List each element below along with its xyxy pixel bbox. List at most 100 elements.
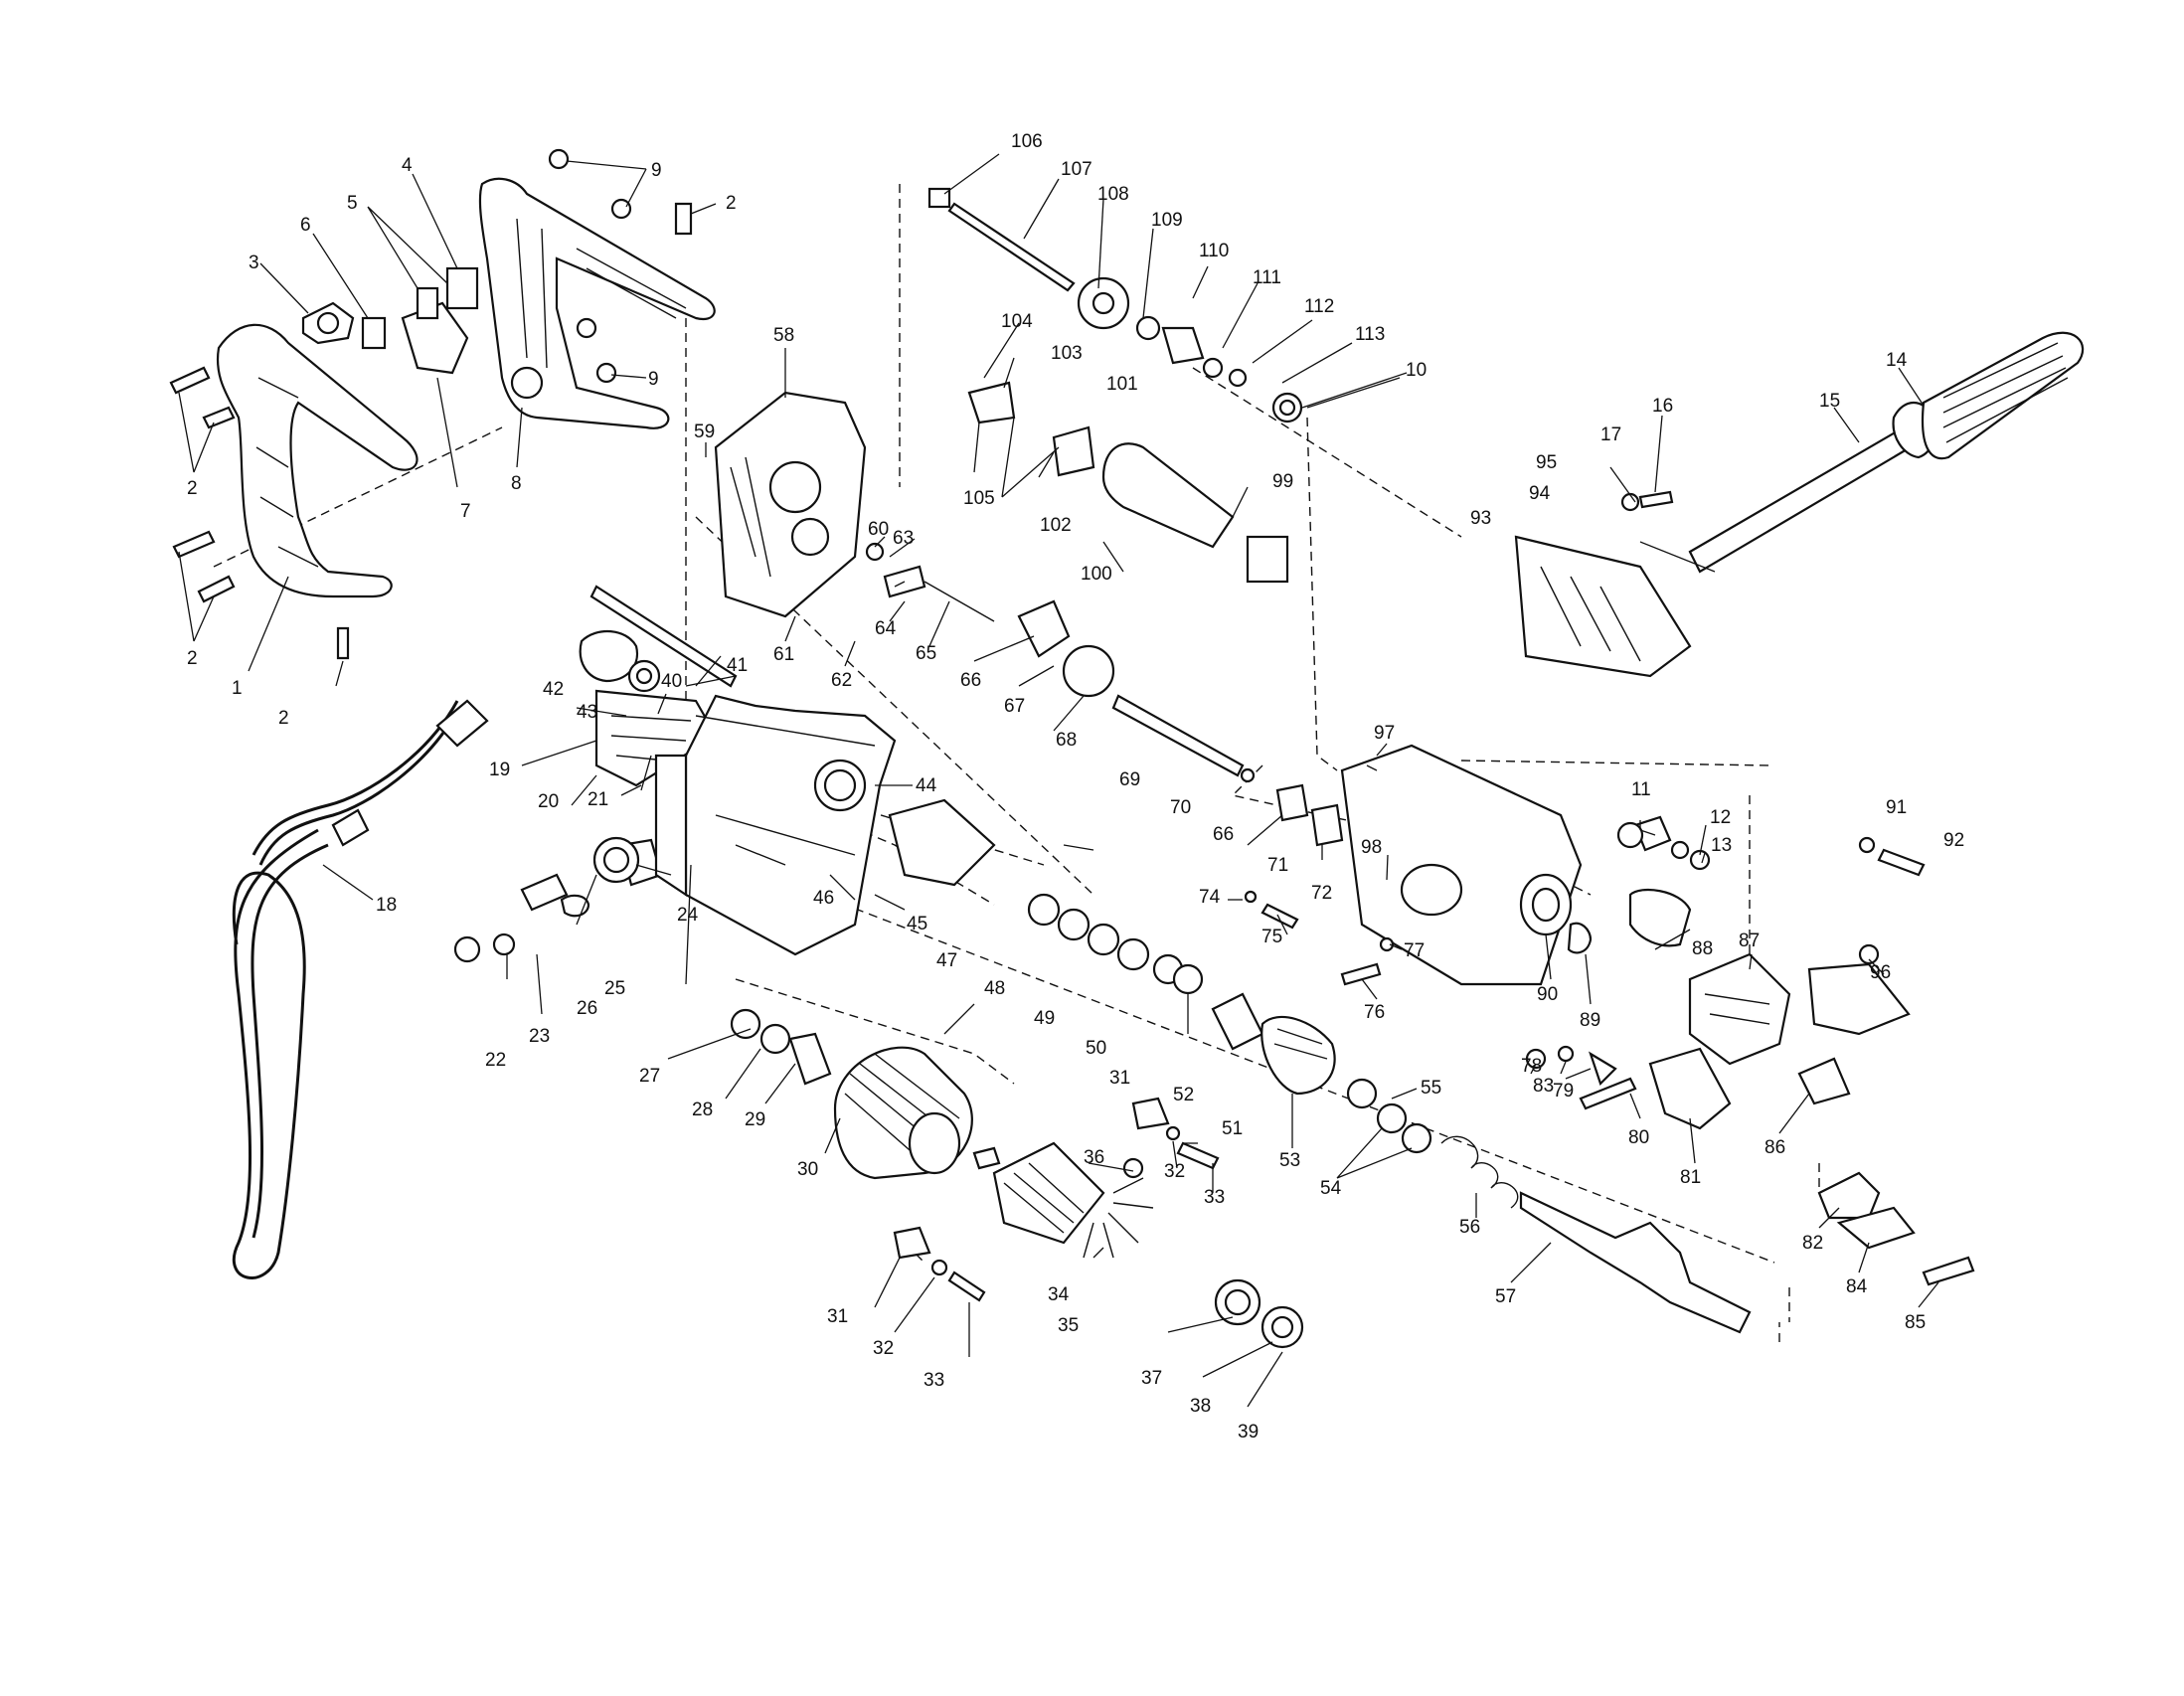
- label-part-21: 21: [588, 789, 608, 810]
- label-part-105: 105: [963, 488, 995, 509]
- label-part-61: 61: [773, 644, 794, 665]
- label-part-71: 71: [1267, 855, 1288, 876]
- label-part-41: 41: [727, 655, 748, 676]
- label-part-40: 40: [661, 671, 682, 692]
- label-part-33: 33: [1204, 1187, 1225, 1208]
- label-part-43: 43: [577, 702, 597, 723]
- label-part-18: 18: [376, 895, 397, 916]
- label-part-6: 6: [300, 215, 311, 236]
- label-part-3: 3: [249, 253, 259, 273]
- label-part-107: 107: [1061, 159, 1092, 180]
- label-part-38: 38: [1190, 1396, 1211, 1417]
- bearing-ring-parts: [730, 798, 1432, 1154]
- label-part-25: 25: [604, 978, 625, 999]
- label-part-97: 97: [1374, 723, 1395, 744]
- right-side-parts: [1525, 815, 1975, 1286]
- label-part-72: 72: [1311, 883, 1332, 904]
- motor-parts: [833, 1046, 1304, 1349]
- front-left-parts: [453, 585, 738, 963]
- label-part-78: 78: [1521, 1056, 1542, 1077]
- label-part-22: 22: [485, 1050, 506, 1071]
- label-part-110: 110: [1199, 241, 1229, 261]
- label-part-76: 76: [1364, 1002, 1385, 1023]
- label-part-108: 108: [1097, 184, 1129, 205]
- label-part-12: 12: [1710, 807, 1731, 828]
- screws-part-2: [169, 202, 693, 660]
- label-part-93: 93: [1470, 508, 1491, 529]
- label-part-77: 77: [1404, 940, 1425, 961]
- label-part-17: 17: [1600, 424, 1621, 445]
- label-part-2: 2: [187, 648, 198, 669]
- label-part-80: 80: [1628, 1127, 1649, 1148]
- label-part-88: 88: [1692, 938, 1713, 959]
- gear-cover-plate-part: [1514, 490, 1692, 678]
- label-part-111: 111: [1253, 267, 1281, 288]
- mid-shaft-parts: [865, 542, 1344, 847]
- label-part-20: 20: [538, 791, 559, 812]
- label-part-9: 9: [648, 369, 659, 390]
- label-part-32: 32: [1164, 1161, 1185, 1182]
- label-part-2: 2: [726, 193, 737, 214]
- label-part-33: 33: [924, 1370, 944, 1391]
- label-part-8: 8: [511, 473, 522, 494]
- nuts-part-9: [548, 148, 632, 384]
- spindle-parts: [1440, 1135, 1752, 1334]
- label-part-58: 58: [773, 325, 794, 346]
- label-part-63: 63: [893, 528, 914, 549]
- label-part-96: 96: [1870, 962, 1891, 983]
- label-part-55: 55: [1421, 1078, 1441, 1099]
- handle-housing-part: [478, 177, 716, 429]
- label-part-52: 52: [1173, 1085, 1194, 1105]
- label-part-69: 69: [1119, 769, 1140, 790]
- label-part-13: 13: [1711, 835, 1732, 856]
- label-part-84: 84: [1846, 1276, 1868, 1297]
- label-part-83: 83: [1533, 1076, 1554, 1097]
- leader-lines: [178, 153, 1939, 1408]
- label-part-10: 10: [1406, 360, 1427, 381]
- label-part-47: 47: [936, 950, 957, 971]
- label-part-106: 106: [1011, 131, 1043, 152]
- label-part-37: 37: [1141, 1368, 1162, 1389]
- label-part-79: 79: [1553, 1081, 1574, 1102]
- label-part-70: 70: [1170, 797, 1191, 818]
- gear-housing-part: [714, 391, 867, 618]
- label-part-99: 99: [1272, 471, 1293, 492]
- side-handle-part: [1688, 331, 2085, 574]
- label-part-31: 31: [827, 1306, 848, 1327]
- label-part-39: 39: [1238, 1422, 1259, 1442]
- label-part-62: 62: [831, 670, 852, 691]
- part-number-labels: 1 2 2 2 2 3 4 5 6 7 8 9 9 10 11 12 13 14…: [187, 131, 1964, 1442]
- label-part-26: 26: [577, 998, 597, 1019]
- label-part-56: 56: [1459, 1217, 1480, 1238]
- label-part-2: 2: [187, 478, 198, 499]
- label-part-98: 98: [1361, 837, 1382, 858]
- label-part-95: 95: [1536, 452, 1557, 473]
- label-part-27: 27: [639, 1066, 660, 1087]
- label-part-87: 87: [1739, 931, 1760, 951]
- spindle-housing-part: [1340, 744, 1583, 986]
- label-part-81: 81: [1680, 1167, 1701, 1188]
- label-part-7: 7: [460, 501, 471, 522]
- label-part-90: 90: [1537, 984, 1558, 1005]
- label-part-34: 34: [1048, 1284, 1070, 1305]
- label-part-85: 85: [1905, 1312, 1926, 1333]
- fastener-bits: [1244, 890, 1395, 986]
- label-part-59: 59: [694, 422, 715, 442]
- label-part-51: 51: [1222, 1118, 1243, 1139]
- label-part-14: 14: [1886, 350, 1908, 371]
- label-part-103: 103: [1051, 343, 1083, 364]
- label-part-5: 5: [347, 193, 358, 214]
- power-cord-part: [232, 699, 489, 1279]
- label-part-100: 100: [1081, 564, 1112, 585]
- label-part-91: 91: [1886, 797, 1907, 818]
- label-part-94: 94: [1529, 483, 1551, 504]
- rear-handle-part: [216, 323, 419, 598]
- label-part-64: 64: [875, 618, 897, 639]
- label-part-4: 4: [402, 155, 413, 176]
- label-part-92: 92: [1943, 830, 1964, 851]
- label-part-31: 31: [1109, 1068, 1130, 1089]
- label-part-60: 60: [868, 519, 889, 540]
- label-part-68: 68: [1056, 730, 1077, 751]
- label-part-11: 11: [1631, 779, 1651, 800]
